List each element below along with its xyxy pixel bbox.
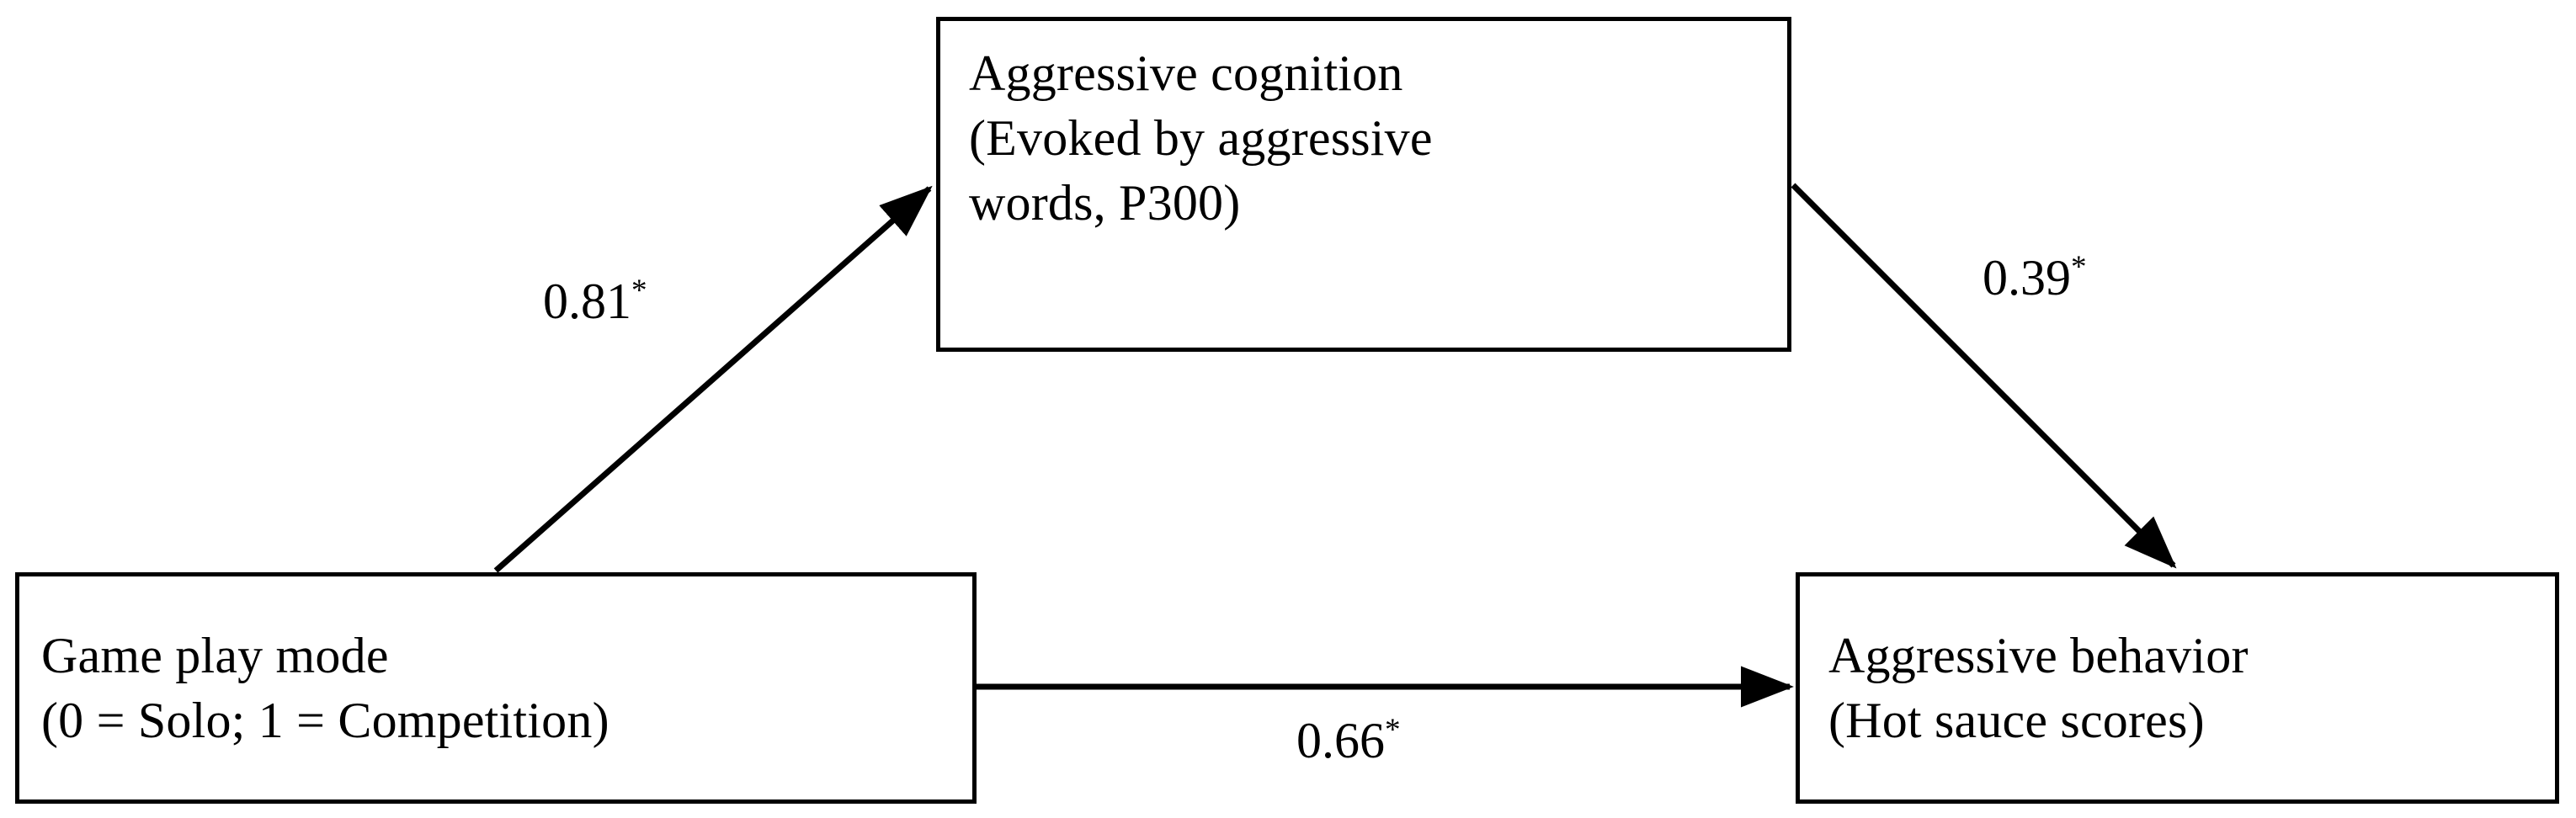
node-mediator-line-2: (Evoked by aggressive xyxy=(969,109,1433,166)
path-label-c: 0.66* xyxy=(1296,713,1401,768)
path-a-significance: * xyxy=(631,274,647,308)
path-label-b: 0.39* xyxy=(1983,252,2087,303)
path-label-a: 0.81* xyxy=(543,274,647,329)
path-a-coefficient: 0.81 xyxy=(543,274,631,329)
node-mediator-aggressive-cognition: Aggressive cognition (Evoked by aggressi… xyxy=(936,17,1791,352)
node-predictor-line-1: Game play mode xyxy=(41,627,389,683)
path-b-significance: * xyxy=(2071,250,2087,284)
node-predictor-line-2: (0 = Solo; 1 = Competition) xyxy=(41,692,609,748)
path-c-coefficient: 0.66 xyxy=(1296,713,1385,768)
path-a-arrow xyxy=(493,185,933,573)
path-b-arrow xyxy=(1791,183,2177,569)
node-outcome-aggressive-behavior: Aggressive behavior (Hot sauce scores) xyxy=(1796,572,2559,804)
path-b-coefficient: 0.39 xyxy=(1983,250,2071,305)
node-outcome-line-1: Aggressive behavior xyxy=(1828,627,2249,683)
path-c-significance: * xyxy=(1385,713,1401,747)
node-predictor-game-play-mode: Game play mode (0 = Solo; 1 = Competitio… xyxy=(15,572,977,804)
node-mediator-line-3: words, P300) xyxy=(969,174,1241,231)
node-outcome-line-2: (Hot sauce scores) xyxy=(1828,692,2205,748)
node-mediator-line-1: Aggressive cognition xyxy=(969,45,1403,101)
